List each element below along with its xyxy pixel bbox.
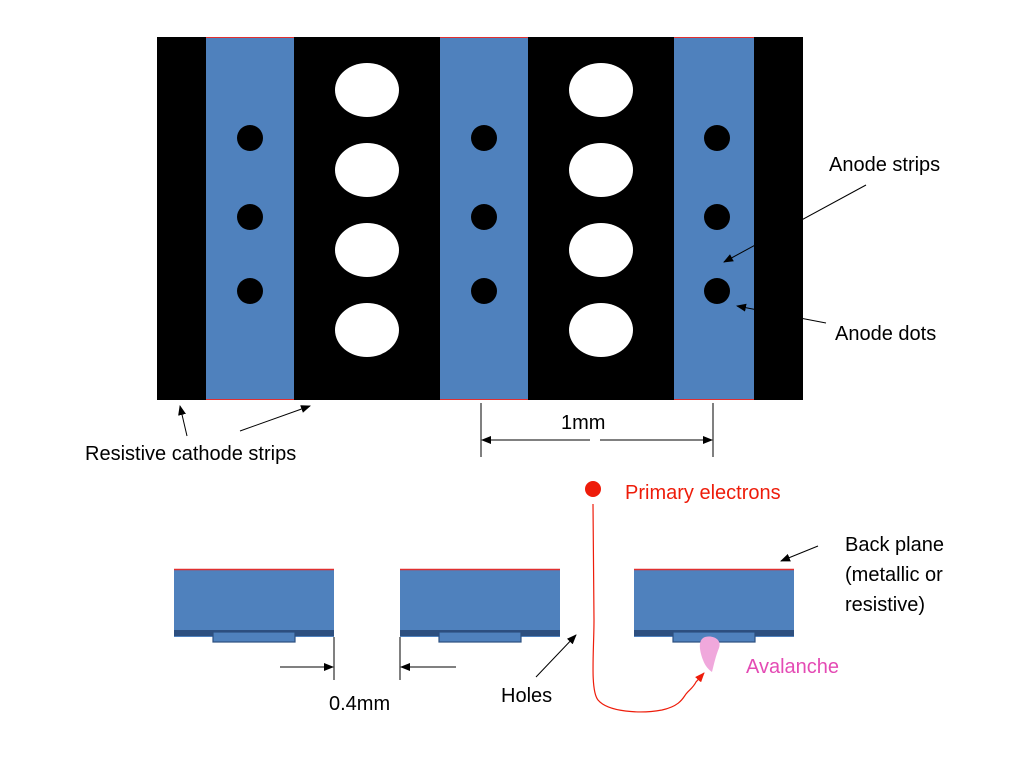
- pcb-block: [174, 569, 334, 637]
- label-anode-strips: Anode strips: [829, 154, 940, 176]
- anode-strip-section: [438, 631, 522, 643]
- arrow-anode-dots: [736, 303, 827, 324]
- anode-dot: [237, 125, 263, 151]
- electron-drift-path: [592, 503, 705, 713]
- arrow-cathode-right: [239, 405, 311, 432]
- anode-dot: [237, 278, 263, 304]
- arrow-anode-strips: [723, 184, 867, 263]
- hole: [569, 63, 633, 117]
- hole: [335, 303, 399, 357]
- anode-dot: [471, 204, 497, 230]
- pitch-dimension: 1mm: [480, 403, 714, 457]
- avalanche-shape: [699, 636, 720, 672]
- label-holes: Holes: [501, 685, 552, 707]
- anode-dot: [704, 204, 730, 230]
- hole: [335, 143, 399, 197]
- label-hole-diameter: 0.4mm: [329, 693, 390, 715]
- label-back-plane-3: resistive): [845, 594, 925, 616]
- anode-dot: [471, 125, 497, 151]
- hole-width-dimension: 0.4mm: [280, 637, 456, 715]
- anode-strip-section: [212, 631, 296, 643]
- anode-dot: [471, 278, 497, 304]
- label-anode-dots: Anode dots: [835, 323, 936, 345]
- hole: [569, 303, 633, 357]
- arrow-cathode-left: [178, 405, 188, 437]
- label-back-plane-1: Back plane: [845, 534, 944, 556]
- label-pitch: 1mm: [561, 412, 605, 434]
- anode-dot: [704, 125, 730, 151]
- arrow-back-plane: [780, 545, 819, 562]
- label-avalanche: Avalanche: [746, 656, 839, 678]
- arrow-holes: [535, 634, 577, 678]
- label-primary-electrons: Primary electrons: [625, 482, 781, 504]
- cross-section: [174, 568, 794, 643]
- label-resistive-cathode-strips: Resistive cathode strips: [85, 443, 296, 465]
- hole: [569, 223, 633, 277]
- pcb-block: [400, 569, 560, 637]
- hole: [569, 143, 633, 197]
- primary-electron-dot: [585, 481, 601, 497]
- pcb-block: [634, 569, 794, 637]
- label-back-plane-2: (metallic or: [845, 564, 943, 586]
- anode-dot: [704, 278, 730, 304]
- hole: [335, 63, 399, 117]
- anode-dot: [237, 204, 263, 230]
- top-view: [157, 37, 803, 400]
- hole: [335, 223, 399, 277]
